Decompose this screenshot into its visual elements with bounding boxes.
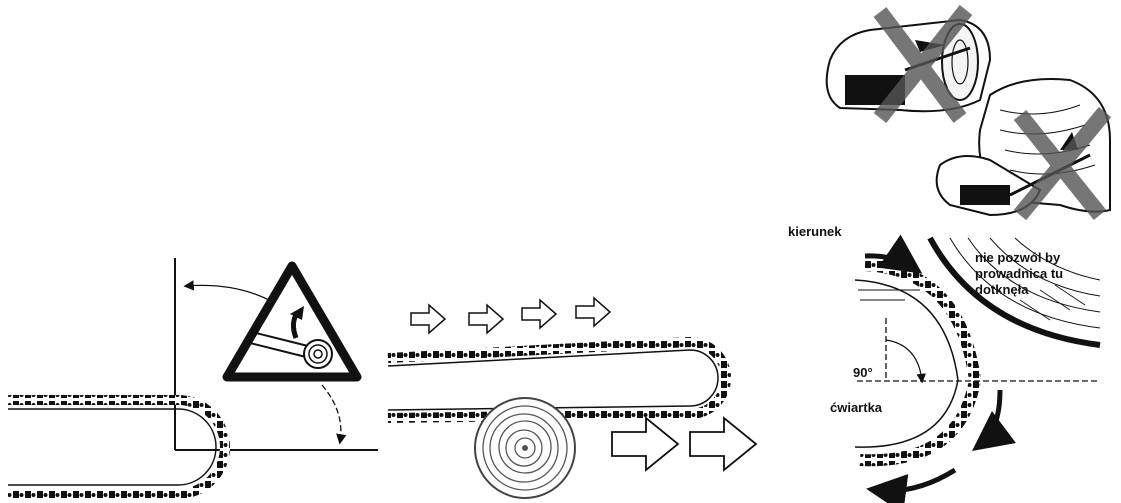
kickback-warning-icon bbox=[222, 261, 362, 382]
right-arrow-icon bbox=[410, 303, 447, 335]
bar-cutting-panel bbox=[387, 296, 758, 499]
right-arrow-icon bbox=[611, 416, 680, 472]
right-arrow-icon bbox=[689, 416, 758, 472]
right-arrow-icon bbox=[575, 296, 612, 328]
right-arrow-icon bbox=[521, 298, 558, 330]
quarter-detail-panel: kierunek nie pozwól by prowadnica tu dot… bbox=[788, 224, 1101, 503]
kickback-zone-panel bbox=[8, 258, 378, 499]
prohibited-sketch-top bbox=[825, 18, 992, 113]
direction-arrow-top bbox=[864, 234, 923, 274]
direction-arrow-right bbox=[972, 389, 1016, 452]
direction-arrow-bottom bbox=[866, 467, 957, 503]
guide-bar-tip bbox=[8, 395, 230, 499]
guide-bar bbox=[387, 336, 731, 423]
wood-texture bbox=[927, 236, 1101, 348]
right-arrow-icon bbox=[468, 303, 505, 335]
angle-arc bbox=[885, 339, 926, 384]
kickback-arc-arrow-down bbox=[321, 384, 347, 445]
direction-label: kierunek bbox=[788, 224, 842, 239]
log-cross-section bbox=[474, 397, 576, 499]
angle-label: 90° bbox=[853, 365, 873, 380]
quarter-label: ćwiartka bbox=[830, 400, 883, 415]
warning-label-line1: nie pozwól by bbox=[975, 250, 1061, 265]
prohibited-cross-icon bbox=[873, 5, 973, 123]
kickback-arc-arrow-up bbox=[183, 280, 279, 306]
prohibited-cross-icon bbox=[1013, 106, 1112, 221]
prohibited-positions-panel bbox=[825, 5, 1112, 221]
chain-quarter bbox=[854, 259, 982, 467]
warning-label-line2: prowadnica tu bbox=[975, 266, 1063, 281]
warning-label-line3: dotknęła bbox=[975, 282, 1029, 297]
